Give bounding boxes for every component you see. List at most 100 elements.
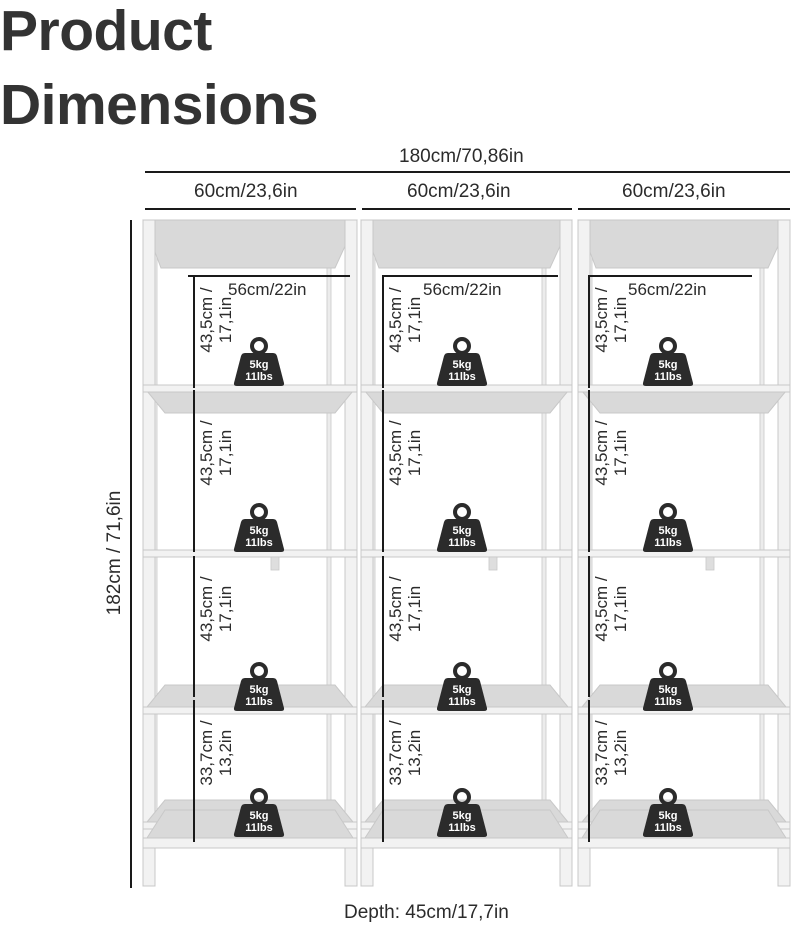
total-width-label: 180cm/70,86in (399, 146, 524, 167)
compartment-height-label-1-4: 33,7cm /13,2in (197, 708, 235, 798)
compartment-height-label-3-2: 43,5cm /17,1in (592, 408, 630, 498)
compartment-height-text: 17,1in (405, 585, 424, 632)
total-height-line (130, 220, 132, 888)
compartment-height-text: 17,1in (611, 585, 630, 632)
top-panel-1 (142, 219, 358, 269)
compartment-height-label-3-4: 33,7cm /13,2in (592, 708, 630, 798)
compartment-height-text: 43,5cm / (386, 420, 405, 486)
compartment-height-text: 17,1in (216, 429, 235, 477)
weight-lbs-label: 11lbs (448, 537, 476, 549)
weight-lbs-label: 11lbs (245, 537, 273, 549)
total-width-line (145, 171, 790, 173)
weight-lbs-label: 11lbs (654, 371, 682, 383)
compartment-height-text: 13,2in (216, 729, 235, 777)
bottom-shelf-front-2 (360, 837, 573, 849)
bracket-2 (488, 556, 498, 571)
bottom-shelf-front-1 (142, 837, 358, 849)
compartment-height-label-2-1: 43,5cm /17,1in (386, 275, 424, 365)
weight-kg-label: 5kg (658, 684, 678, 696)
inner-width-label-2: 56cm/22in (423, 280, 502, 299)
compartment-height-label-2-3: 43,5cm /17,1in (386, 564, 424, 654)
compartment-height-text: 43,5cm / (386, 575, 405, 642)
bracket-3 (705, 556, 715, 571)
compartment-height-line-3-2 (588, 390, 590, 552)
compartment-height-label-1-1: 43,5cm /17,1in (197, 275, 235, 365)
back-post-right-3 (759, 227, 765, 849)
compartment-height-label-2-4: 33,7cm /13,2in (386, 708, 424, 798)
unit-width-label-1: 60cm/23,6in (194, 181, 298, 202)
inner-width-line-3 (588, 275, 752, 277)
compartment-height-text: 17,1in (611, 296, 630, 343)
unit-width-line-3 (578, 208, 790, 210)
title-line-1: Product (0, 0, 212, 63)
compartment-height-text: 43,5cm / (197, 420, 216, 486)
inner-width-line-1 (188, 275, 350, 277)
weight-kg-label: 5kg (658, 525, 678, 537)
weight-lbs-label: 11lbs (448, 371, 476, 383)
compartment-height-label-3-3: 43,5cm /17,1in (592, 564, 630, 654)
top-panel-2 (360, 219, 573, 269)
compartment-height-line-1-4 (193, 700, 195, 842)
weight-kg-label: 5kg (249, 359, 269, 371)
unit-width-label-2: 60cm/23,6in (407, 181, 511, 202)
weight-kg-label: 5kg (658, 359, 678, 371)
compartment-height-text: 17,1in (216, 585, 235, 632)
compartment-height-text: 13,2in (405, 729, 424, 777)
weight-lbs-label: 11lbs (654, 537, 682, 549)
unit-width-label-3: 60cm/23,6in (622, 181, 726, 202)
page-title: Product Dimensions (0, 0, 319, 142)
unit-width-line-2 (362, 208, 572, 210)
weight-lbs-label: 11lbs (654, 696, 682, 708)
weight-kg-label: 5kg (452, 684, 472, 696)
compartment-height-label-1-2: 43,5cm /17,1in (197, 408, 235, 498)
compartment-height-text: 43,5cm / (197, 286, 216, 353)
title-line-2: Dimensions (0, 73, 319, 137)
shelf-underside-1-1 (145, 390, 355, 414)
compartment-height-line-1-1 (193, 275, 195, 388)
compartment-height-text: 33,7cm / (386, 720, 405, 786)
compartment-height-line-2-3 (382, 556, 384, 697)
bottom-shelf-front-3 (577, 837, 791, 849)
inner-width-line-2 (382, 275, 558, 277)
weight-lbs-label: 11lbs (245, 696, 273, 708)
weight-lbs-label: 11lbs (654, 822, 682, 834)
weight-kg-label: 5kg (452, 810, 472, 822)
inner-width-label-3: 56cm/22in (628, 280, 707, 299)
compartment-height-line-3-3 (588, 556, 590, 697)
compartment-height-text: 43,5cm / (386, 286, 405, 353)
weight-lbs-label: 11lbs (245, 822, 273, 834)
compartment-height-text: 33,7cm / (197, 720, 216, 786)
back-post-right-1 (326, 227, 332, 849)
compartment-height-text: 43,5cm / (592, 575, 611, 642)
compartment-height-text: 43,5cm / (592, 286, 611, 353)
inner-width-label-1: 56cm/22in (228, 280, 307, 299)
compartment-height-label-1-3: 43,5cm /17,1in (197, 564, 235, 654)
total-height-label: 182cm / 71,6in (104, 490, 125, 616)
compartment-height-label-3-1: 43,5cm /17,1in (592, 275, 630, 365)
compartment-height-line-2-2 (382, 390, 384, 552)
weight-lbs-label: 11lbs (448, 696, 476, 708)
compartment-height-line-1-3 (193, 556, 195, 697)
compartment-height-text: 17,1in (611, 429, 630, 477)
compartment-height-label-2-2: 43,5cm /17,1in (386, 408, 424, 498)
compartment-height-text: 17,1in (405, 429, 424, 477)
top-panel-3 (577, 219, 791, 269)
compartment-height-text: 33,7cm / (592, 720, 611, 786)
compartment-height-line-1-2 (193, 390, 195, 552)
compartment-height-text: 43,5cm / (592, 420, 611, 486)
compartment-height-line-2-1 (382, 275, 384, 388)
weight-kg-label: 5kg (249, 810, 269, 822)
compartment-height-line-3-4 (588, 700, 590, 842)
